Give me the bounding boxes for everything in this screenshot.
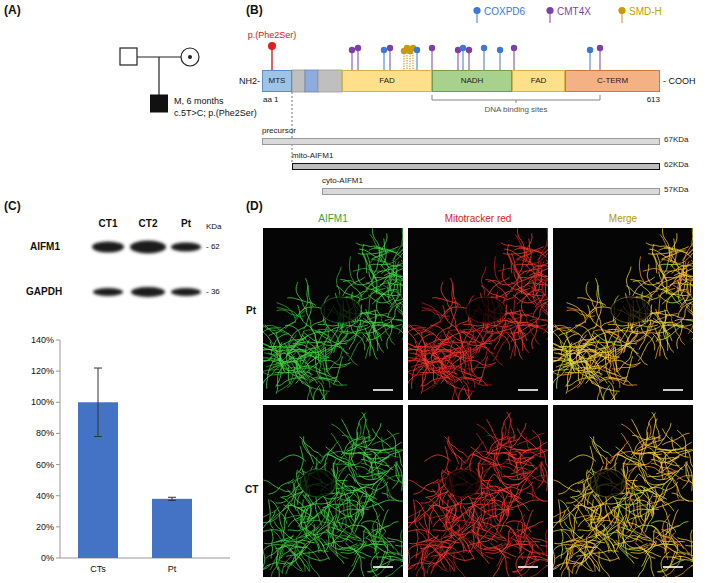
- axis-tick: 100%: [31, 397, 54, 407]
- domain-name: NADH: [461, 77, 484, 86]
- axis-tick: 140%: [31, 335, 54, 345]
- domain-box: FAD: [512, 70, 565, 92]
- panel-letter: (D): [246, 200, 263, 214]
- isoform-mass: 67KDa: [664, 136, 688, 145]
- unit-label: KDa: [206, 222, 222, 231]
- isoform-name: mito-AIFM1: [292, 152, 333, 161]
- microscopy-panels: [240, 218, 709, 583]
- isoform-bar: cyto-AIFM157KDa: [322, 188, 660, 195]
- legend-text: CMT4X: [557, 6, 591, 18]
- lane-label: CT1: [99, 218, 118, 230]
- axis-category: CTs: [90, 564, 106, 574]
- domain-name: MTS: [269, 77, 286, 86]
- isoform-name: cyto-AIFM1: [322, 177, 363, 186]
- domain-box: NADH: [432, 70, 512, 92]
- terminus-label: NH2-: [239, 76, 260, 86]
- row-label: CT: [245, 484, 258, 496]
- legend-text: COXPD6: [484, 6, 525, 18]
- lane-label: Pt: [181, 218, 191, 230]
- lane-label: CT2: [139, 218, 158, 230]
- isoform-bar: precursor67KDa: [262, 138, 660, 145]
- panel-letter: (C): [4, 200, 21, 214]
- western-blot: [92, 241, 201, 298]
- legend-pin: [472, 6, 482, 23]
- domain-name: C-TERM: [597, 77, 628, 86]
- panel-letter: (B): [246, 4, 263, 18]
- axis-tick: 40%: [36, 491, 54, 501]
- axis-tick: 0%: [41, 553, 54, 563]
- size-marker: - 62: [206, 242, 220, 251]
- axis-tick: 60%: [36, 460, 54, 470]
- protein-label: GAPDH: [26, 286, 62, 298]
- axis-tick: 80%: [36, 428, 54, 438]
- residue-number: 613: [647, 95, 660, 104]
- variant-label: c.5T>C; p.(Phe2Ser): [174, 108, 257, 118]
- channel-header: AIFM1: [318, 213, 347, 225]
- legend-pin: [545, 6, 555, 23]
- row-label: Pt: [246, 305, 256, 317]
- domain-box: FAD: [342, 70, 432, 92]
- protein-label: AIFM1: [30, 241, 60, 253]
- channel-header: Merge: [609, 213, 637, 225]
- patient-sex-age: M, 6 months: [174, 96, 224, 106]
- legend-text: SMD-H: [629, 6, 662, 18]
- axis-tick: 120%: [31, 366, 54, 376]
- terminus-label: - COOH: [663, 76, 696, 86]
- channel-header: Mitotracker red: [445, 213, 512, 225]
- axis-category: Pt: [168, 564, 177, 574]
- domain-box: MTS: [262, 70, 292, 92]
- variant-label: p.(Phe2Ser): [248, 30, 297, 40]
- legend-pin: [617, 6, 627, 23]
- size-marker: - 36: [206, 287, 220, 296]
- domain-box: C-TERM: [565, 70, 660, 92]
- residue-number: aa 1: [263, 95, 279, 104]
- isoform-mass: 57KDa: [664, 186, 688, 195]
- domain-name: FAD: [531, 77, 547, 86]
- isoform-name: precursor: [262, 127, 296, 136]
- panel-letter: (A): [4, 4, 21, 18]
- axis-tick: 20%: [36, 522, 54, 532]
- bracket-label: DNA binding sites: [484, 105, 547, 114]
- isoform-bar: mito-AIFM162KDa: [292, 163, 660, 170]
- domain-name: FAD: [379, 77, 395, 86]
- bar-chart: [56, 340, 230, 558]
- isoform-mass: 62KDa: [664, 161, 688, 170]
